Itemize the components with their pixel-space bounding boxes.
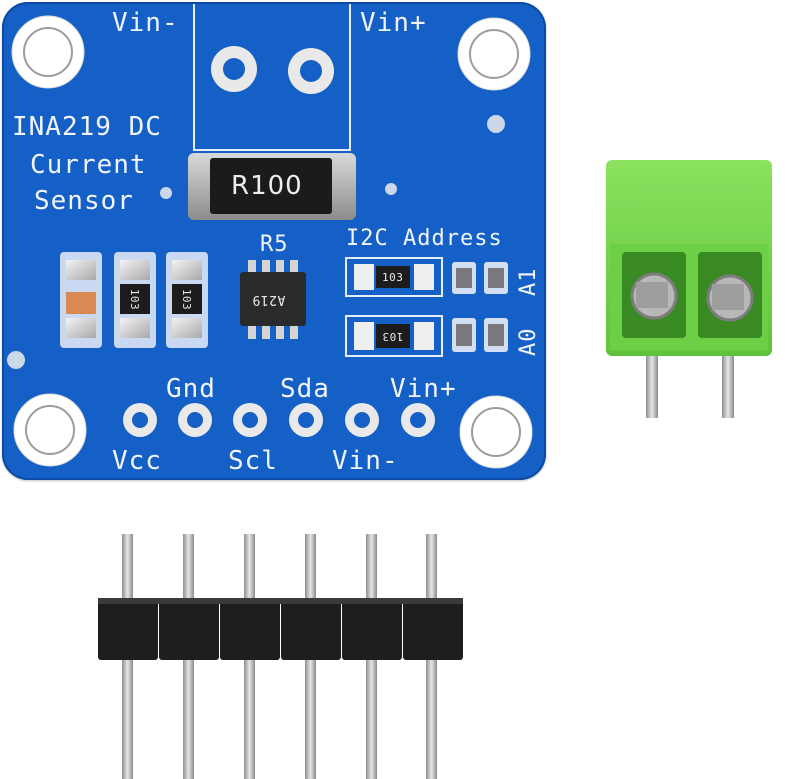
chip-marking: A219 [252, 292, 286, 307]
mounting-hole-top-left [11, 15, 85, 89]
i2c-address-heading: I2C Address [346, 226, 503, 251]
address-label-a1: A1 [516, 267, 541, 297]
terminal-label-left: Vin- [112, 8, 179, 38]
terminal-silkscreen-outline [193, 4, 351, 151]
address-label-a0: A0 [516, 327, 541, 357]
pin-label-scl: Scl [228, 446, 278, 476]
jumper-code-bottom: 103 [382, 330, 404, 343]
ina219-chip [240, 260, 306, 339]
cap-marking-2: 103 [180, 288, 194, 311]
pin-label-vin-plus: Vin+ [390, 374, 457, 404]
pin-label-vcc: Vcc [112, 446, 162, 476]
address-jumpers [345, 257, 508, 357]
mounting-hole-bottom-left [13, 393, 87, 467]
mounting-hole-top-right [457, 17, 531, 91]
terminal-label-right: Vin+ [360, 8, 427, 38]
ina219-pcb-board [2, 2, 546, 480]
terminal-pads [211, 46, 334, 94]
pin-label-gnd: Gnd [166, 374, 216, 404]
shunt-resistor [188, 153, 356, 220]
pin-label-vin-minus: Vin- [332, 446, 399, 476]
shunt-designator: R5 [260, 232, 289, 257]
board-title-line1: INA219 DC [12, 112, 162, 142]
board-title-line3: Sensor [34, 186, 134, 216]
shunt-resistor-marking: R100 [231, 171, 303, 201]
header-pads [123, 403, 435, 437]
mounting-hole-bottom-right [459, 395, 533, 469]
pin-label-sda: Sda [280, 374, 330, 404]
screw-terminal-block [606, 160, 772, 418]
via-dots [7, 115, 505, 369]
male-pin-header [98, 534, 463, 779]
jumper-code-top: 103 [382, 271, 404, 284]
smd-capacitors [60, 252, 208, 348]
cap-marking-1: 103 [128, 288, 142, 311]
board-title-line2: Current [30, 150, 147, 180]
